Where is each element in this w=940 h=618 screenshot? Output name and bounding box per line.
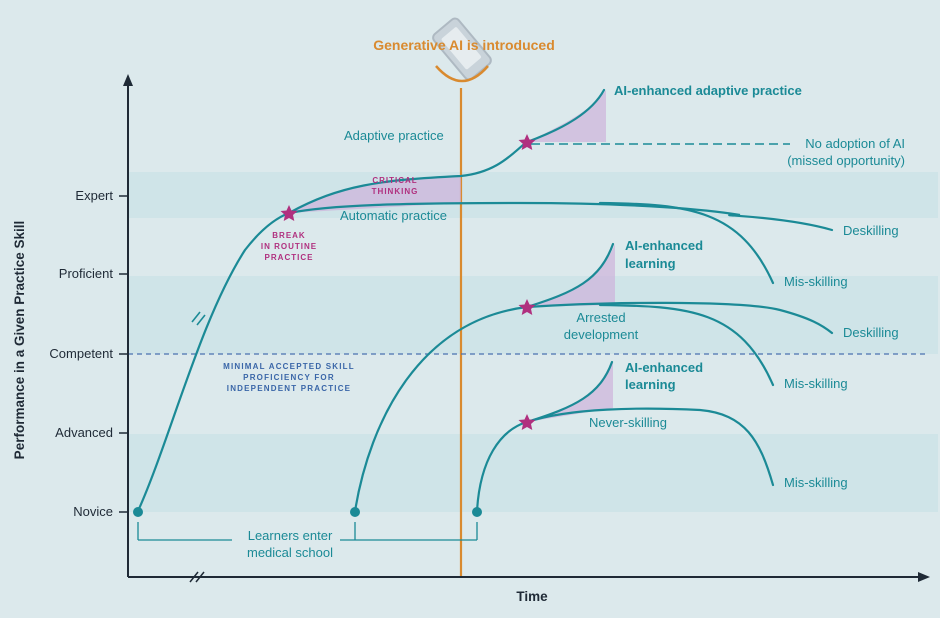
misskilling-mid-curve xyxy=(598,303,775,387)
learners-label-2: medical school xyxy=(247,545,333,560)
learners-bracket xyxy=(137,522,478,541)
low-ai-fan xyxy=(527,362,613,422)
top-ai-fan xyxy=(527,90,606,142)
star-low-icon xyxy=(518,414,536,430)
learners-label-1: Learners enter xyxy=(248,528,333,543)
critical-thinking-label-1: CRITICAL xyxy=(372,176,417,185)
min-skill-label-2: PROFICIENCY FOR xyxy=(243,373,335,382)
deskilling-top-label: Deskilling xyxy=(843,223,899,238)
ai-adaptive-curve xyxy=(525,88,606,144)
entry-dot-2 xyxy=(350,507,360,517)
y-axis-title: Performance in a Given Practice Skill xyxy=(12,221,27,460)
deskilling-mid-curve xyxy=(525,301,834,335)
band-novice xyxy=(128,434,938,512)
cohort-late-curves xyxy=(475,360,775,513)
deskilling-mid-label: Deskilling xyxy=(843,325,899,340)
ai-adaptive-label: AI-enhanced adaptive practice xyxy=(614,83,802,98)
x-axis-title: Time xyxy=(516,589,548,604)
ai-introduced-label: Generative AI is introduced xyxy=(373,37,555,53)
entry-dot-3 xyxy=(472,507,482,517)
cohort-early-curves xyxy=(136,88,834,513)
ai-learning-mid-label-2: learning xyxy=(625,256,676,271)
cohort-mid-curves xyxy=(353,242,834,513)
entry-dot-1 xyxy=(133,507,143,517)
no-adoption-label-1: No adoption of AI xyxy=(805,136,905,151)
ai-learning-low-label-1: AI-enhanced xyxy=(625,360,703,375)
misskilling-low-label: Mis-skilling xyxy=(784,475,848,490)
misskilling-top-label: Mis-skilling xyxy=(784,274,848,289)
band-competent xyxy=(128,276,938,354)
adaptive-practice-curve xyxy=(287,140,529,215)
star-top-icon xyxy=(518,134,536,150)
misskilling-low-curve xyxy=(525,407,775,487)
mid-ai-fan xyxy=(527,244,615,307)
early-rise-curve xyxy=(136,211,291,513)
axes xyxy=(123,74,930,583)
break-label-1: BREAK xyxy=(272,231,305,240)
ai-device-icon xyxy=(432,17,492,83)
never-skilling-label: Never-skilling xyxy=(589,415,667,430)
deskilling-top-curve xyxy=(287,201,834,232)
late-rise-curve xyxy=(475,420,529,513)
break-label-2: IN ROUTINE xyxy=(261,242,317,251)
y-ticks xyxy=(119,195,128,513)
misskilling-top-curve xyxy=(598,201,775,285)
no-adoption-label-2: (missed opportunity) xyxy=(787,153,905,168)
arrested-label-2: development xyxy=(564,327,639,342)
automatic-practice-label: Automatic practice xyxy=(340,208,447,223)
arrested-label-1: Arrested xyxy=(576,310,625,325)
y-label-proficient: Proficient xyxy=(59,266,114,281)
band-expert xyxy=(128,172,938,218)
mid-ai-curve xyxy=(525,242,615,309)
critical-thinking-label-2: THINKING xyxy=(372,187,419,196)
y-label-expert: Expert xyxy=(75,188,113,203)
star-break-routine-icon xyxy=(280,205,298,221)
y-label-advanced: Advanced xyxy=(55,425,113,440)
y-label-novice: Novice xyxy=(73,504,113,519)
mid-rise-curve xyxy=(353,305,529,513)
ai-learning-low-label-2: learning xyxy=(625,377,676,392)
min-skill-label-3: INDEPENDENT PRACTICE xyxy=(227,384,351,393)
y-label-competent: Competent xyxy=(49,346,113,361)
ai-learning-mid-label-1: AI-enhanced xyxy=(625,238,703,253)
break-label-3: PRACTICE xyxy=(265,253,314,262)
misskilling-mid-label: Mis-skilling xyxy=(784,376,848,391)
adaptive-practice-label: Adaptive practice xyxy=(344,128,444,143)
min-skill-label-1: MINIMAL ACCEPTED SKILL xyxy=(223,362,355,371)
star-mid-icon xyxy=(518,299,536,315)
